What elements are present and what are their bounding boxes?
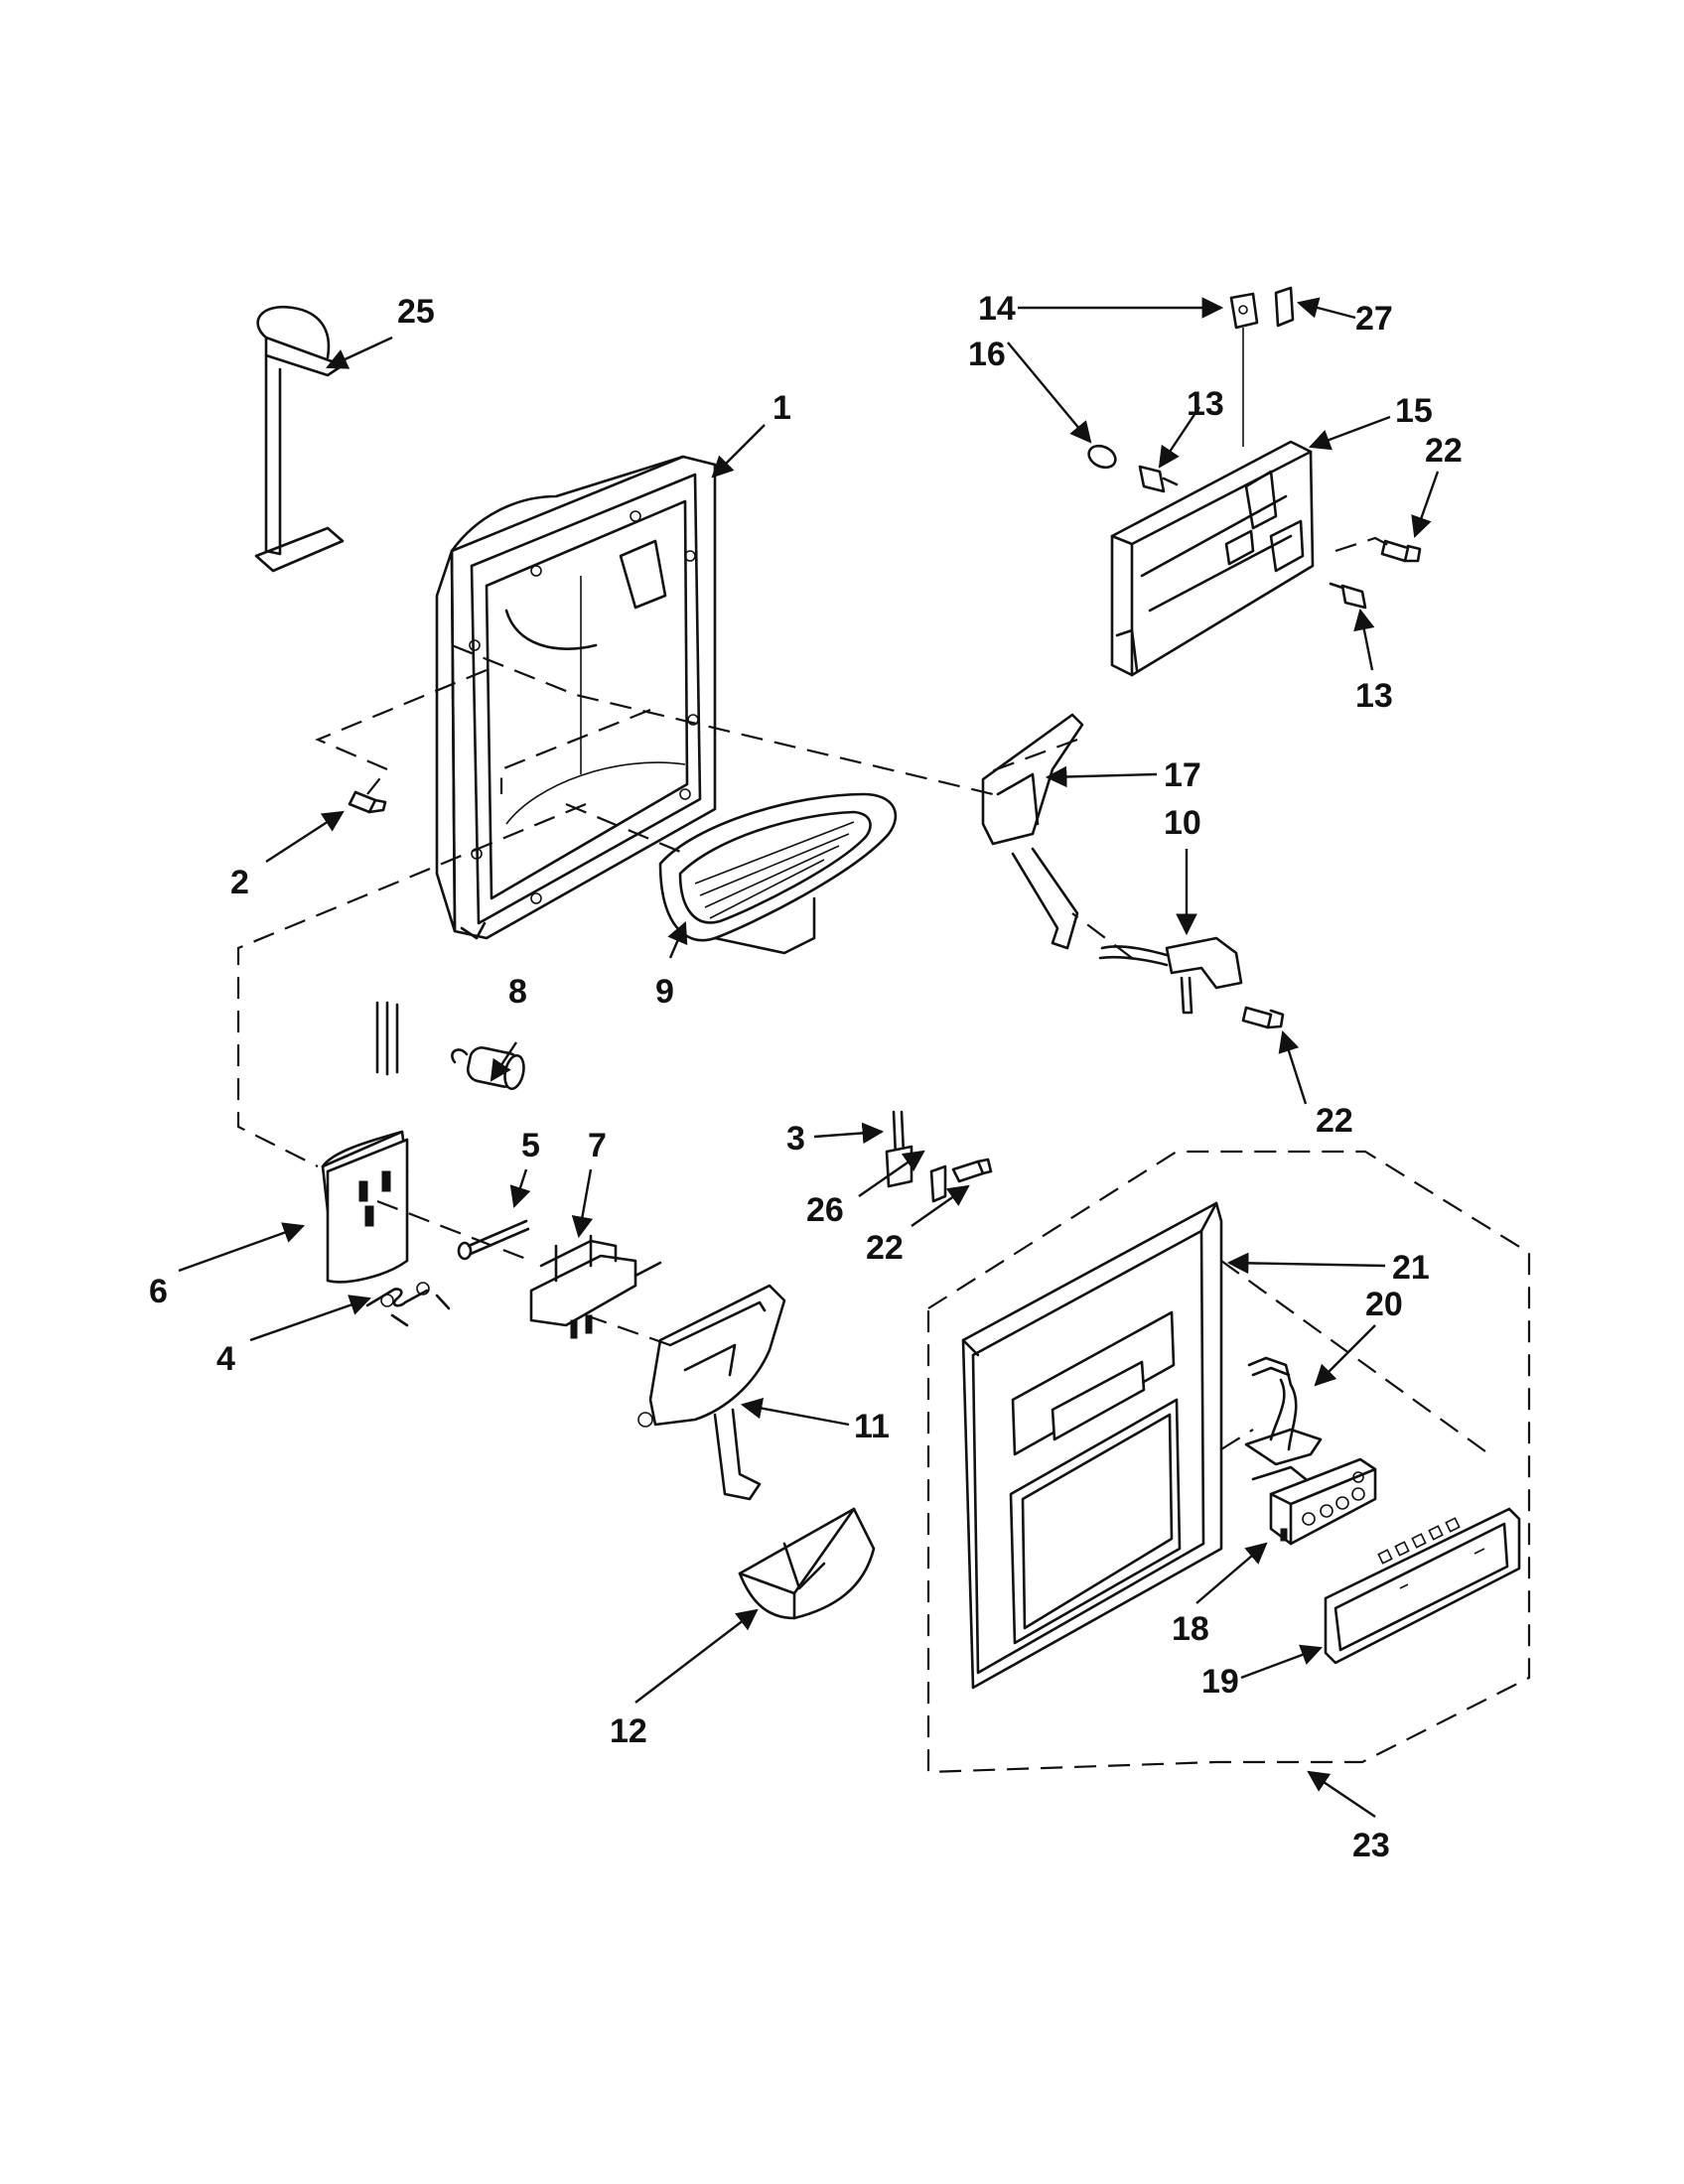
part-15-bracket [1110, 440, 1315, 677]
part-7-actuator [529, 1234, 662, 1339]
callout-4: 4 [216, 1340, 235, 1378]
part-19-overlay [1324, 1507, 1521, 1665]
part-20-harness [1244, 1356, 1323, 1481]
part-2-screw [348, 790, 387, 814]
leader-lines [178, 297, 1440, 1818]
callout-15: 15 [1395, 392, 1433, 430]
part-27-insulator [1274, 286, 1295, 328]
assembly-lines [236, 536, 1490, 1455]
part-22-screw-upper [1380, 539, 1422, 563]
callout-22-right: 22 [1316, 1102, 1353, 1140]
callout-16: 16 [968, 336, 1006, 373]
part-23-assembly-outline [926, 1150, 1531, 1774]
callout-13-lower: 13 [1355, 677, 1393, 715]
part-10-harness [1098, 936, 1243, 1015]
callout-22-center: 22 [866, 1229, 904, 1267]
callout-25: 25 [397, 293, 435, 331]
part-22-screw-right [1241, 1006, 1285, 1029]
part-16-bulb [1087, 444, 1117, 470]
callout-11: 11 [854, 1408, 890, 1445]
part-6-module [321, 1001, 409, 1284]
part-13-socket-lower [1329, 582, 1367, 610]
part-26-insulator [929, 1164, 947, 1203]
part-13-socket-upper [1138, 465, 1179, 493]
callout-26: 26 [806, 1191, 844, 1229]
callout-3: 3 [786, 1120, 805, 1158]
callout-1: 1 [772, 389, 791, 427]
part-1-housing [435, 455, 717, 940]
callout-8: 8 [508, 973, 527, 1011]
part-14-switch [1229, 292, 1259, 447]
part-5-pin [457, 1219, 530, 1261]
callout-14: 14 [978, 290, 1016, 328]
callout-19: 19 [1201, 1663, 1239, 1701]
callout-12: 12 [610, 1712, 647, 1750]
callout-20: 20 [1365, 1286, 1403, 1323]
part-4-spring [365, 1282, 451, 1327]
callout-23: 23 [1352, 1827, 1390, 1864]
callout-27: 27 [1355, 300, 1393, 338]
callout-13-upper: 13 [1187, 385, 1224, 423]
callout-17: 17 [1164, 756, 1201, 794]
part-25-heater [254, 305, 345, 573]
part-11-lever [637, 1284, 786, 1501]
part-22-screw-center [951, 1158, 993, 1183]
part-12-funnel [738, 1507, 876, 1620]
callout-7: 7 [588, 1127, 607, 1164]
callout-5: 5 [521, 1127, 540, 1164]
part-18-control-board [1269, 1457, 1377, 1546]
callout-2: 2 [230, 864, 249, 901]
callout-22-upper: 22 [1425, 432, 1463, 470]
part-9-grille [658, 792, 898, 955]
callout-18: 18 [1172, 1610, 1209, 1648]
part-8-solenoid [451, 1046, 525, 1091]
callout-6: 6 [149, 1273, 168, 1310]
callout-21: 21 [1392, 1249, 1430, 1287]
callout-10: 10 [1164, 804, 1201, 842]
part-21-panel [961, 1201, 1223, 1690]
part-17-bracket [981, 713, 1084, 950]
callouts: 1 25 2 9 8 6 5 7 4 11 12 3 26 22 22 17 1… [149, 290, 1463, 1864]
callout-9: 9 [655, 973, 674, 1011]
